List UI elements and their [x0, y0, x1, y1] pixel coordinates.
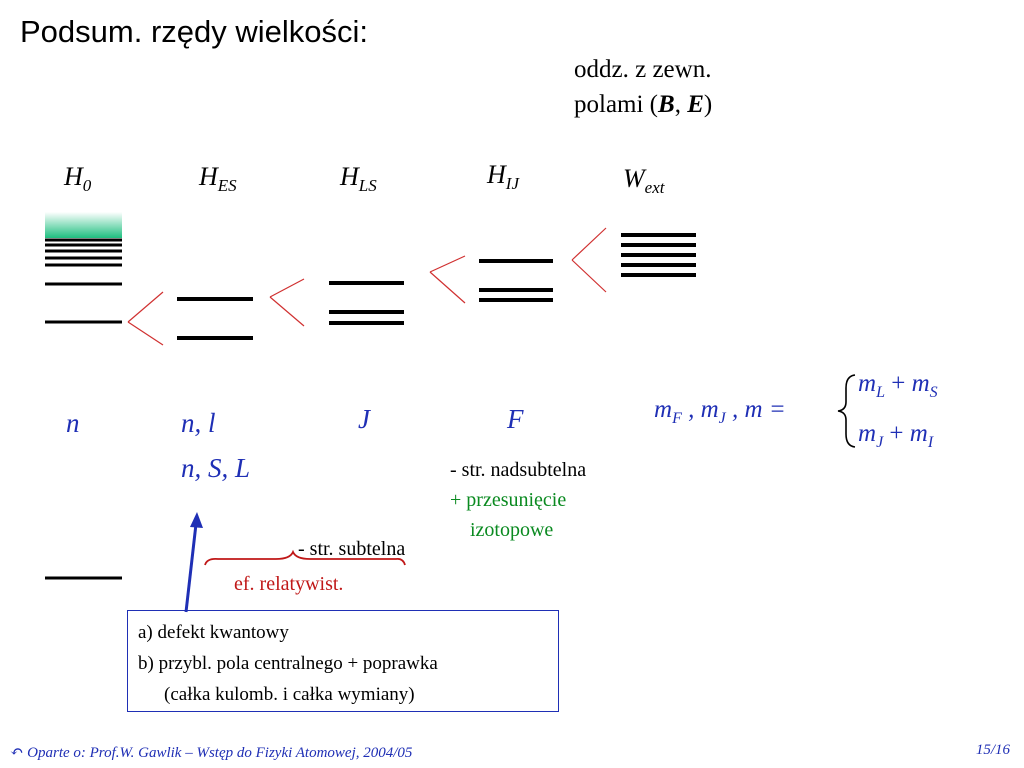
split-line	[429, 255, 466, 273]
external-fields-label: oddz. z zewn. polami (B, E)	[574, 52, 712, 122]
qn-n: n	[66, 408, 80, 438]
hamiltonian-hls: HLS	[340, 162, 377, 196]
qn-f: F	[507, 404, 524, 434]
formula-brace	[837, 374, 856, 448]
box-line-c: (całka kulomb. i całka wymiany)	[164, 684, 415, 705]
hyperfine-note: - str. nadsubtelna	[450, 459, 587, 481]
formula-row2: mJ + mI	[858, 420, 934, 451]
page-number: 15/16	[975, 742, 1010, 758]
isotope-shift-note: + przesunięcie	[450, 489, 567, 511]
formula-lhs: mF , mJ , m =	[654, 396, 786, 427]
e-field: E	[687, 91, 704, 118]
split-line	[429, 271, 466, 304]
arrow-head	[190, 512, 203, 528]
box-line-b: b) przybl. pola centralnego + poprawka	[138, 653, 438, 674]
continuum-band	[45, 212, 122, 238]
relativistic-brace	[204, 549, 406, 566]
back-arrow-icon[interactable]: ↶	[10, 744, 24, 761]
split-line	[571, 227, 607, 261]
footer-credit: ↶ Oparte o: Prof.W. Gawlik – Wstęp do Fi…	[10, 742, 412, 762]
relativistic-note: ef. relatywist.	[234, 573, 344, 595]
qn-nl: n, l	[181, 408, 216, 438]
b-field: B	[658, 91, 675, 118]
isotope-shift-note-cont: izotopowe	[470, 519, 554, 541]
hamiltonian-hes: HES	[199, 162, 237, 196]
box-line-a: a) defekt kwantowy	[138, 622, 289, 643]
arrow-shaft	[184, 523, 198, 613]
split-line	[571, 259, 607, 293]
formula-row1: mL + mS	[858, 370, 938, 401]
hamiltonian-hij: HIJ	[487, 160, 519, 194]
hamiltonian-wext: Wext	[623, 164, 665, 198]
qn-nsl: n, S, L	[181, 453, 251, 483]
explanation-box: a) defekt kwantowy b) przybl. pola centr…	[127, 610, 559, 712]
qn-j: J	[358, 404, 370, 434]
slide-title: Podsum. rzędy wielkości:	[20, 14, 369, 49]
footer-text: Oparte o: Prof.W. Gawlik – Wstęp do Fizy…	[27, 745, 413, 761]
split-line	[127, 291, 164, 323]
split-line	[269, 278, 305, 298]
external-line2: polami (B, E)	[574, 91, 713, 118]
split-line	[269, 296, 305, 327]
hamiltonian-h0: H0	[64, 162, 92, 196]
split-line	[127, 321, 164, 346]
fine-structure-note: - str. subtelna	[298, 538, 406, 560]
external-line1: oddz. z zewn.	[574, 56, 712, 83]
